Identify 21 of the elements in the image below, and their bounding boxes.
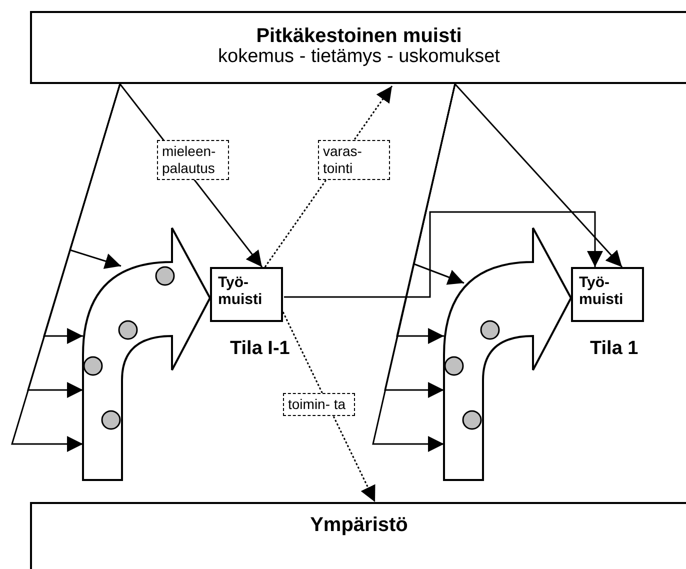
arrow (11, 84, 121, 452)
curved-arrow-drawing (443, 227, 572, 481)
memory-box (30, 11, 686, 84)
box-title: Työ- muisti (579, 275, 624, 308)
edge-label: toimin- ta (283, 393, 355, 416)
arrow (372, 84, 456, 452)
working-memory-box (210, 267, 283, 322)
state-label: Tila I-1 (230, 338, 290, 360)
curved-arrow-drawing (82, 227, 211, 481)
box-title: Pitkäkestoinen muisti (256, 25, 462, 47)
working-memory-box (571, 267, 644, 322)
environment-box (30, 502, 686, 569)
box-title: Ympäristö (310, 514, 408, 536)
edge-label: varas- tointi (318, 140, 390, 180)
arrow (454, 84, 623, 268)
state-label: Tila 1 (590, 338, 638, 360)
box-title: Työ- muisti (218, 275, 264, 308)
edge-label: mieleen- palautus (157, 140, 229, 180)
box-subtitle: kokemus - tietämys - uskomukset (218, 47, 500, 68)
arrow (284, 211, 603, 298)
dotted-arrow (282, 312, 376, 502)
